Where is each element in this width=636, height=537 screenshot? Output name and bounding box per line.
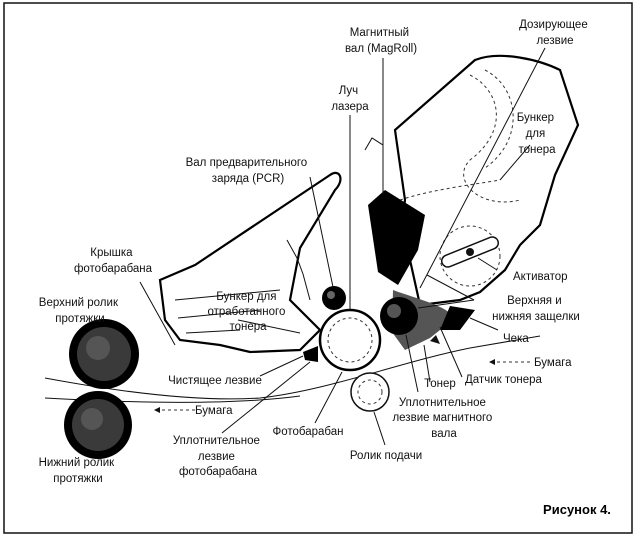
waste-hopper-rib <box>185 329 241 334</box>
hopper-seam <box>484 69 514 169</box>
upper-roller <box>69 319 139 389</box>
label-latches: Верхняя и нижняя защелки <box>492 295 580 323</box>
label-feed-roller: Ролик подачи <box>350 450 422 462</box>
label-doctor-blade: Дозирующее лезвие <box>519 19 591 47</box>
label-toner-sensor: Датчик тонера <box>465 374 543 386</box>
photo-drum <box>318 308 382 372</box>
paper-path-upper <box>44 335 541 400</box>
arrowhead <box>154 407 160 413</box>
label-wiper-blade: Чистящее лезвие <box>168 375 262 387</box>
hopper-seam <box>399 179 501 201</box>
label-magroll-seal: Уплотнительное лезвие магнитного вала <box>392 397 495 440</box>
agitator <box>439 225 501 287</box>
arrowhead <box>489 359 495 365</box>
frame-border <box>3 2 633 534</box>
label-waste-hopper: Бункер для отработанного тонера <box>207 291 288 333</box>
label-lower-roller: Нижний ролик протяжки <box>39 457 118 485</box>
doctor-blade <box>368 190 425 285</box>
figure-caption: Рисунок 4. <box>543 502 611 517</box>
label-magroll: Магнитный вал (MagRoll) <box>345 27 417 55</box>
feed-roller <box>350 372 390 412</box>
label-toner-hopper: Бункер для тонера <box>517 112 558 156</box>
drum-seal-blade <box>303 346 318 362</box>
label-pcr: Вал предварительного заряда (PCR) <box>186 157 311 185</box>
label-drum-seal: Уплотнительное лезвие фотобарабана <box>173 435 263 478</box>
waste-hopper-rib <box>174 289 281 301</box>
magnetic-roller <box>380 297 418 335</box>
check-seal <box>440 306 475 330</box>
toner-hopper-body <box>393 54 580 307</box>
label-paper-left: Бумага <box>195 405 233 417</box>
label-agitator: Активатор <box>513 271 568 283</box>
waste-hopper-body <box>158 171 342 354</box>
drum-cover-bracket <box>286 239 311 301</box>
label-toner: Тонер <box>424 378 456 390</box>
lower-roller <box>64 391 132 459</box>
label-check: Чека <box>503 333 529 345</box>
label-laser: Луч лазера <box>331 85 369 113</box>
label-paper-right: Бумага <box>534 357 572 369</box>
hopper-seam <box>463 74 521 203</box>
label-upper-roller: Верхний ролик протяжки <box>39 297 121 325</box>
waste-hopper-rib <box>177 309 261 319</box>
leader-lines <box>139 47 546 446</box>
pcr-roller <box>322 286 346 310</box>
small-clip <box>364 137 384 151</box>
label-photo-drum: Фотобарабан <box>273 426 344 438</box>
label-drum-cover: Крышка фотобарабана <box>74 247 153 275</box>
